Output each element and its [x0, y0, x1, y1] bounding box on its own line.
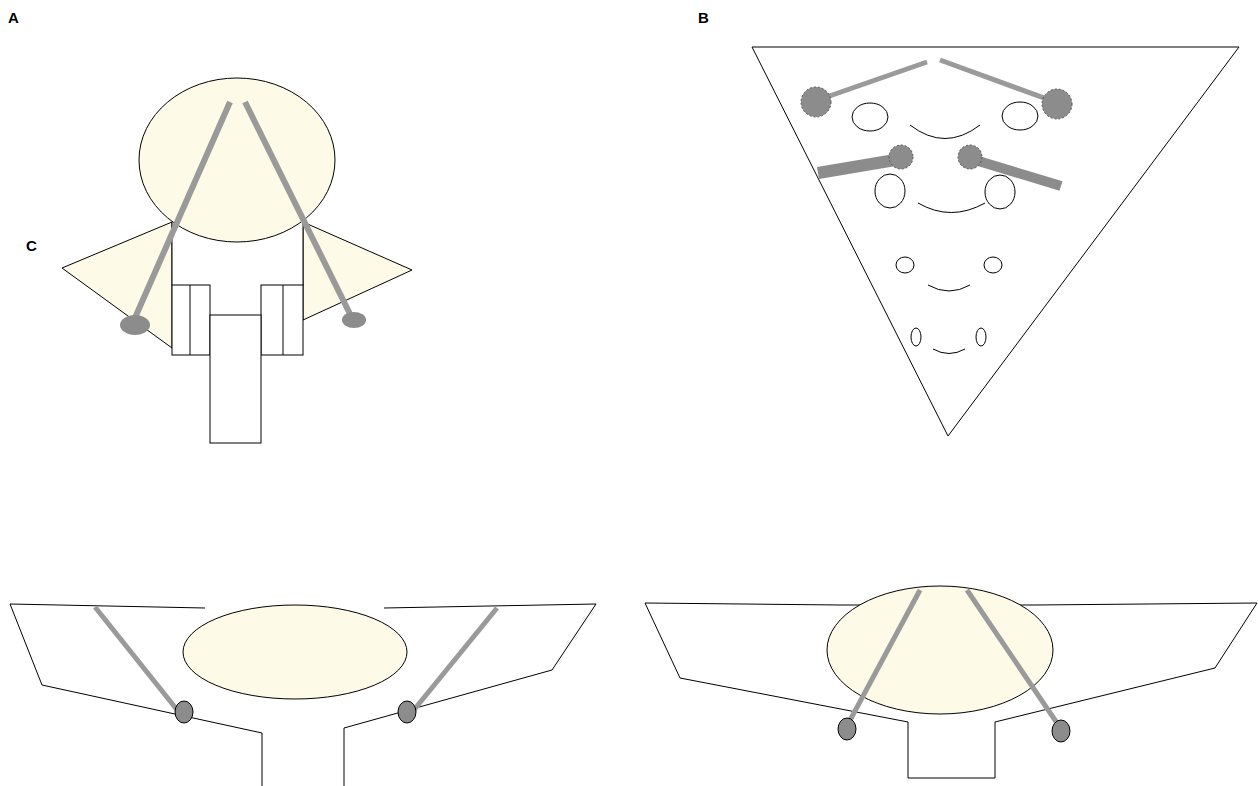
eye: [911, 328, 921, 346]
panel-label: A: [8, 10, 19, 25]
eye: [875, 174, 905, 208]
eye: [1002, 102, 1038, 130]
block: [261, 285, 303, 355]
eye: [985, 175, 1015, 209]
wing: [303, 222, 412, 320]
rod: [967, 590, 1059, 726]
rod-tip: [838, 718, 856, 740]
rod: [818, 160, 895, 173]
block-divider: [190, 285, 191, 355]
panel-label: C: [26, 238, 37, 253]
mouth: [928, 285, 970, 291]
rod-tip: [1052, 720, 1070, 742]
rod: [95, 607, 182, 716]
eye: [976, 328, 986, 346]
head: [183, 605, 407, 699]
eye: [984, 257, 1002, 273]
rod-tip: [958, 145, 982, 169]
rod-tip: [801, 87, 831, 117]
head: [139, 78, 335, 242]
rod: [134, 102, 230, 320]
panel-label: B: [698, 10, 709, 25]
rod-tip: [342, 312, 366, 328]
rod: [409, 608, 497, 716]
rod-tip: [120, 315, 150, 335]
rod-tip: [1042, 89, 1072, 119]
block: [172, 285, 210, 355]
body: [10, 604, 596, 786]
stem: [210, 315, 261, 443]
rod: [818, 62, 927, 100]
triangle: [752, 47, 1239, 436]
eye: [896, 257, 914, 273]
figure-a: [62, 78, 412, 443]
rod-tip: [889, 145, 913, 169]
figure-b: [752, 47, 1239, 436]
wing: [62, 222, 172, 348]
body-fill: [10, 604, 596, 786]
mouth: [918, 203, 985, 213]
rod-tip: [398, 701, 416, 723]
eye: [852, 103, 888, 131]
block-divider: [283, 285, 284, 355]
figure-c-left: [10, 604, 596, 786]
rod: [848, 590, 920, 724]
rod-tip: [175, 701, 193, 723]
mouth: [910, 125, 980, 139]
body-edge: [303, 222, 304, 285]
mouth: [933, 349, 965, 354]
rod: [940, 60, 1055, 102]
rod: [245, 102, 351, 316]
figure-c-right: [645, 586, 1257, 778]
